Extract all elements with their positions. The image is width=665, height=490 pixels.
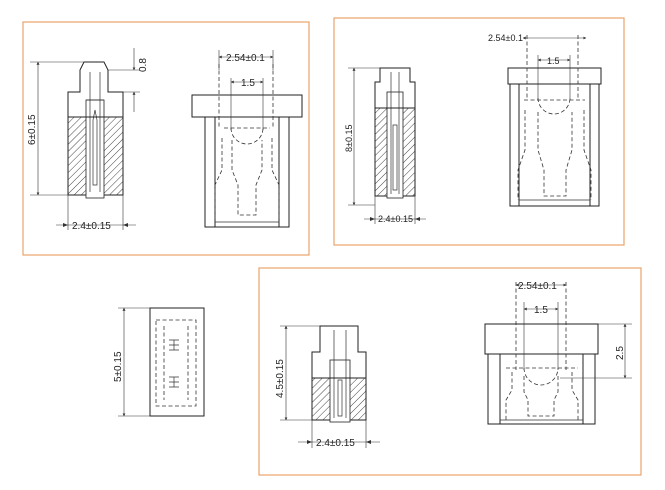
width-dimension-label: 2.4±0.15 bbox=[316, 438, 355, 449]
height-dimension-label: 8±0.15 bbox=[344, 125, 354, 152]
panel-frame bbox=[258, 267, 642, 476]
front-view bbox=[507, 35, 602, 207]
height-dimension-label: 6±0.15 bbox=[27, 114, 38, 145]
slot-dimension-label: 1.5 bbox=[241, 78, 255, 89]
top-thickness-label: 0.8 bbox=[138, 58, 149, 72]
panel-top-right: 8±0.15 2.4±0.15 2.54±0.1 1.5 bbox=[333, 17, 625, 246]
pitch-dimension-label: 2.54±0.1 bbox=[518, 281, 557, 292]
panel-bottom-left: 5±0.15 bbox=[113, 307, 205, 417]
front-view bbox=[484, 282, 599, 425]
side-section-view bbox=[374, 67, 416, 199]
slot-dimension-label: 1.5 bbox=[547, 56, 560, 66]
slot-dimension-label: 1.5 bbox=[534, 305, 548, 316]
panel-frame bbox=[22, 21, 310, 256]
side-section-view bbox=[311, 325, 367, 423]
front-view bbox=[191, 64, 303, 228]
panel-bottom-right: 4.5±0.15 2.4±0.15 2.54±0.1 1.5 2.5 bbox=[258, 267, 642, 476]
side-section-view bbox=[67, 61, 124, 199]
height-dimension-label: 4.5±0.15 bbox=[275, 359, 286, 398]
panel-frame bbox=[333, 17, 625, 246]
pitch-dimension-label: 2.54±0.1 bbox=[488, 33, 523, 43]
width-dimension-label: 2.4±0.15 bbox=[72, 221, 111, 232]
pitch-dimension-label: 2.54±0.1 bbox=[226, 53, 265, 64]
height-dimension-label: 5±0.15 bbox=[113, 351, 124, 382]
width-dimension-label: 2.4±0.15 bbox=[378, 214, 413, 224]
panel-top-left: 6±0.15 0.8 2.4±0.15 2.54±0.1 bbox=[22, 21, 310, 256]
side-view bbox=[149, 307, 205, 417]
side-dimension-label: 2.5 bbox=[615, 346, 626, 360]
